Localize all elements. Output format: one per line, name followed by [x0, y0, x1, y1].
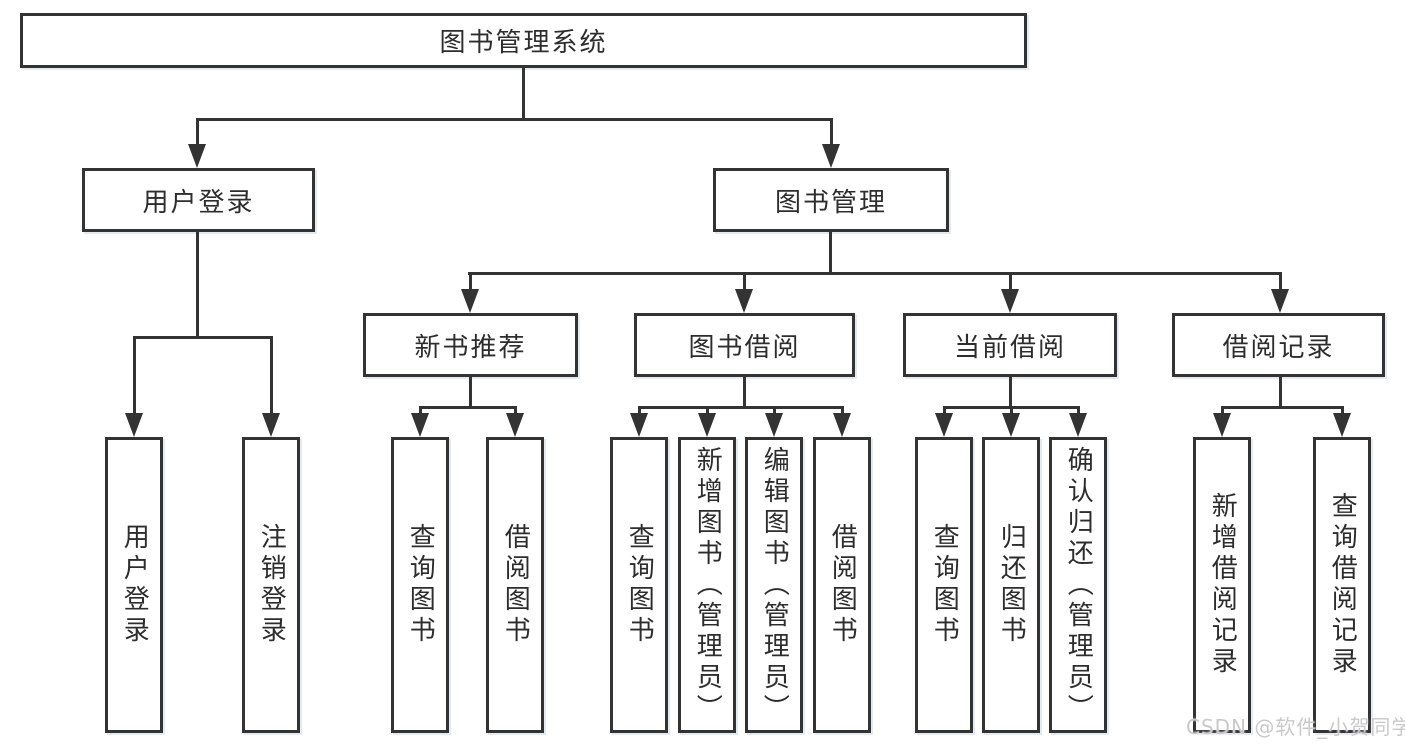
node-book-borrowing: 图书借阅 [634, 313, 855, 377]
node-leaf-borrow-book-recommend: 借阅图书 [486, 437, 544, 733]
node-new-book-recommend: 新书推荐 [363, 313, 578, 377]
node-leaf-user-login: 用户登录 [105, 437, 163, 733]
connector-line [1009, 272, 1012, 291]
arrow-down-icon [833, 413, 851, 437]
arrow-down-icon [698, 413, 716, 437]
connector-line [841, 406, 844, 416]
arrow-down-icon [461, 289, 479, 313]
connector-line [1221, 406, 1224, 416]
connector-line [419, 406, 422, 416]
arrow-down-icon [411, 413, 429, 437]
connector-line [829, 232, 832, 272]
connector-line [469, 377, 472, 406]
node-leaf-borrow-book-borrow: 借阅图书 [813, 437, 871, 733]
connector-line [133, 336, 273, 339]
connector-line [522, 68, 525, 118]
connector-line [1009, 377, 1012, 406]
node-leaf-add-borrow-record: 新增借阅记录 [1193, 437, 1251, 733]
connector-line [743, 377, 746, 406]
node-user-login: 用户登录 [82, 168, 315, 232]
connector-line [638, 406, 844, 409]
connector-line [943, 406, 946, 416]
node-borrowing-records: 借阅记录 [1172, 313, 1385, 377]
node-leaf-confirm-return-admin: 确认归还（管理员） [1049, 437, 1107, 733]
arrow-down-icon [1002, 413, 1020, 437]
arrow-down-icon [506, 413, 524, 437]
arrow-down-icon [935, 413, 953, 437]
arrow-down-icon [262, 413, 280, 437]
connector-line [1221, 406, 1344, 409]
node-leaf-query-book-current: 查询图书 [915, 437, 973, 733]
connector-line [196, 232, 199, 336]
connector-line [468, 272, 1281, 275]
arrow-down-icon [1069, 413, 1087, 437]
node-leaf-query-borrow-record: 查询借阅记录 [1313, 437, 1371, 733]
node-root: 图书管理系统 [20, 13, 1027, 68]
arrow-down-icon [1271, 289, 1289, 313]
arrow-down-icon [1333, 413, 1351, 437]
arrow-down-icon [1001, 289, 1019, 313]
node-current-borrowing: 当前借阅 [903, 313, 1117, 377]
node-leaf-add-book-admin: 新增图书（管理员） [678, 437, 736, 733]
connector-line [773, 406, 776, 416]
connector-line [419, 406, 517, 409]
node-leaf-query-book-borrow: 查询图书 [610, 437, 668, 733]
connector-line [133, 336, 136, 415]
node-leaf-query-book-recommend: 查询图书 [391, 437, 449, 733]
arrow-down-icon [735, 289, 753, 313]
connector-line [514, 406, 517, 416]
connector-line [743, 272, 746, 291]
node-book-management: 图书管理 [713, 168, 949, 232]
connector-line [196, 118, 833, 121]
arrow-down-icon [1213, 413, 1231, 437]
arrow-down-icon [765, 413, 783, 437]
connector-line [706, 406, 709, 416]
arrow-down-icon [188, 144, 206, 168]
connector-line [1341, 406, 1344, 416]
arrow-down-icon [822, 144, 840, 168]
connector-line [1077, 406, 1080, 416]
arrow-down-icon [125, 413, 143, 437]
connector-line [638, 406, 641, 416]
csdn-watermark: CSDN @软件_小贺同学 [1186, 715, 1405, 739]
connector-line [830, 118, 833, 146]
connector-line [1010, 406, 1013, 416]
node-leaf-edit-book-admin: 编辑图书（管理员） [745, 437, 803, 733]
connector-line [1279, 377, 1282, 406]
arrow-down-icon [630, 413, 648, 437]
connector-line [196, 118, 199, 146]
node-leaf-return-book: 归还图书 [982, 437, 1040, 733]
connector-line [469, 272, 472, 291]
connector-line [1279, 272, 1282, 291]
node-leaf-logout: 注销登录 [242, 437, 300, 733]
connector-line [270, 336, 273, 415]
